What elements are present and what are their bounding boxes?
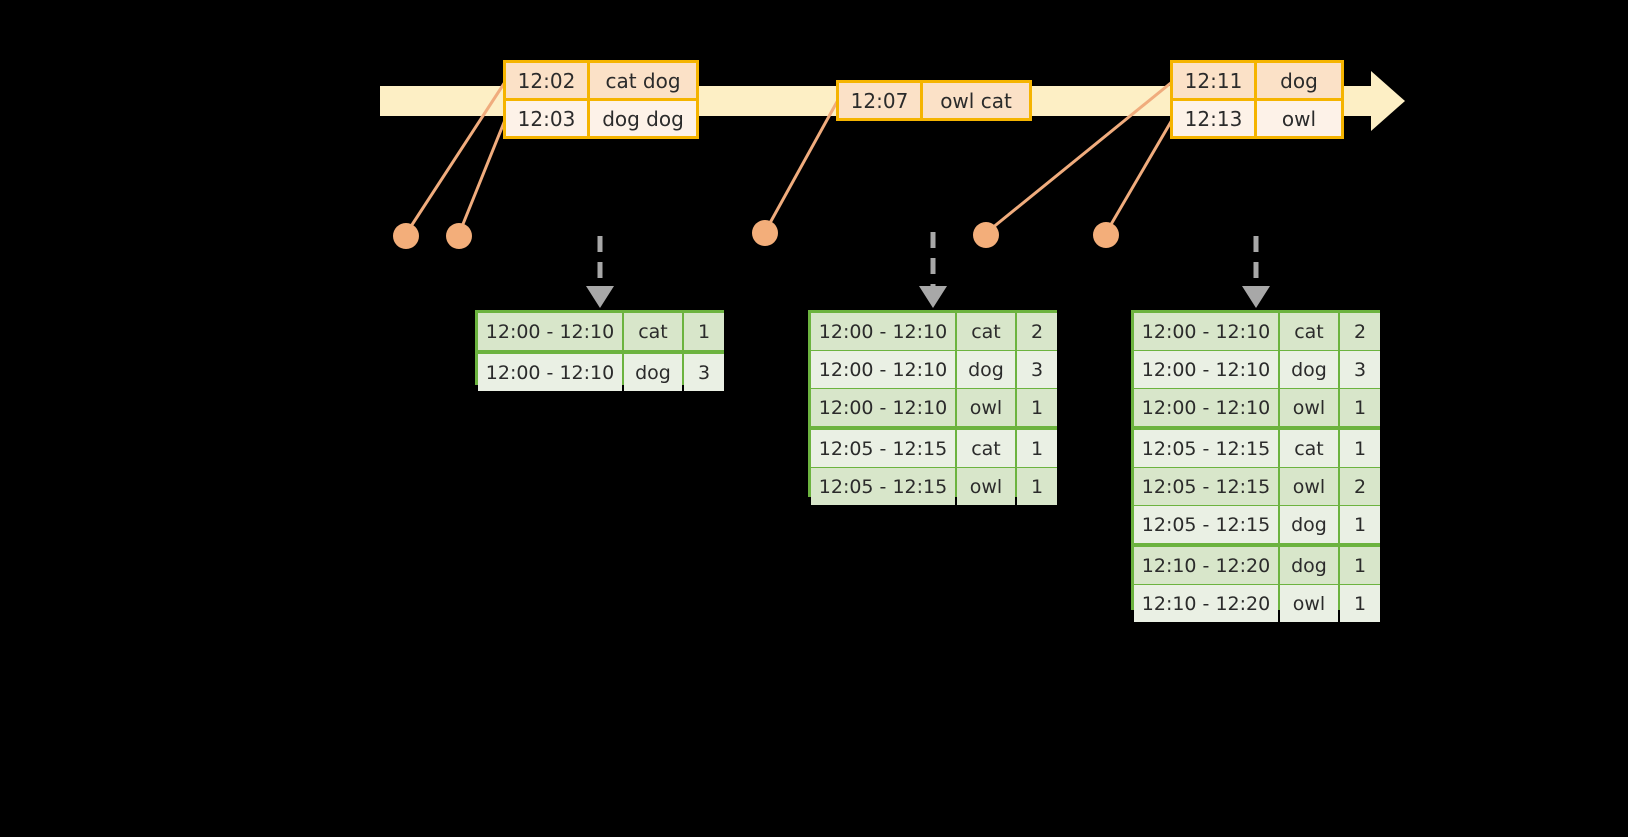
result-table-2[interactable]: 12:00 - 12:10 cat 2 12:00 - 12:10 dog 3 … bbox=[808, 310, 1057, 505]
table-row: 12:00 - 12:10 owl 1 bbox=[1134, 389, 1380, 426]
table-row: 12:05 - 12:15 owl 2 bbox=[1134, 468, 1380, 505]
event-box-3[interactable]: 12:11 dog 12:13 owl bbox=[1170, 60, 1344, 139]
event-box-2[interactable]: 12:07 owl cat bbox=[836, 80, 1032, 121]
event-time: 12:02 bbox=[506, 63, 590, 98]
connector-line-5 bbox=[1104, 119, 1174, 234]
connector-line-2 bbox=[457, 119, 507, 235]
cell-window: 12:05 - 12:15 bbox=[1134, 506, 1278, 543]
table-row: 12:00 - 12:10 cat 1 bbox=[478, 313, 724, 350]
cell-count: 1 bbox=[1017, 430, 1057, 467]
table-row: 12:00 - 12:10 cat 2 bbox=[811, 313, 1057, 350]
event-words: cat dog bbox=[590, 63, 696, 98]
table-row: 12:00 - 12:10 owl 1 bbox=[811, 389, 1057, 426]
cell-count: 2 bbox=[1340, 313, 1380, 350]
cell-window: 12:00 - 12:10 bbox=[478, 313, 622, 350]
cell-window: 12:00 - 12:10 bbox=[1134, 351, 1278, 388]
table-row: 12:10 - 12:20 dog 1 bbox=[1134, 547, 1380, 584]
cell-word: dog bbox=[1280, 351, 1338, 388]
cell-count: 1 bbox=[1340, 430, 1380, 467]
event-dot-1 bbox=[393, 223, 419, 249]
table-row: 12:00 - 12:10 cat 2 bbox=[1134, 313, 1380, 350]
cell-count: 1 bbox=[684, 313, 724, 350]
cell-window: 12:00 - 12:10 bbox=[478, 354, 622, 391]
table-row: 12:00 - 12:10 dog 3 bbox=[478, 354, 724, 391]
trigger-arrow-head-3 bbox=[1242, 286, 1270, 308]
event-row: 12:02 cat dog bbox=[506, 63, 696, 98]
cell-count: 3 bbox=[1017, 351, 1057, 388]
cell-window: 12:10 - 12:20 bbox=[1134, 585, 1278, 622]
cell-window: 12:05 - 12:15 bbox=[1134, 468, 1278, 505]
event-dot-4 bbox=[973, 222, 999, 248]
cell-count: 1 bbox=[1340, 585, 1380, 622]
table-row: 12:00 - 12:10 dog 3 bbox=[1134, 351, 1380, 388]
cell-count: 2 bbox=[1340, 468, 1380, 505]
cell-window: 12:00 - 12:10 bbox=[811, 351, 955, 388]
cell-word: cat bbox=[624, 313, 682, 350]
cell-word: owl bbox=[957, 468, 1015, 505]
cell-word: cat bbox=[1280, 313, 1338, 350]
table-row: 12:05 - 12:15 dog 1 bbox=[1134, 506, 1380, 543]
cell-word: owl bbox=[1280, 468, 1338, 505]
cell-window: 12:00 - 12:10 bbox=[1134, 389, 1278, 426]
cell-word: cat bbox=[957, 313, 1015, 350]
connector-line-3 bbox=[763, 99, 840, 233]
event-words: owl bbox=[1257, 101, 1341, 136]
event-time: 12:13 bbox=[1173, 101, 1257, 136]
cell-window: 12:05 - 12:15 bbox=[811, 430, 955, 467]
cell-count: 1 bbox=[1340, 547, 1380, 584]
table-row: 12:05 - 12:15 cat 1 bbox=[1134, 430, 1380, 467]
cell-word: cat bbox=[957, 430, 1015, 467]
event-dot-3 bbox=[752, 220, 778, 246]
trigger-arrow-head-1 bbox=[586, 286, 614, 308]
cell-word: cat bbox=[1280, 430, 1338, 467]
event-dot-2 bbox=[446, 223, 472, 249]
event-time: 12:03 bbox=[506, 101, 590, 136]
table-row: 12:00 - 12:10 dog 3 bbox=[811, 351, 1057, 388]
event-words: dog dog bbox=[590, 101, 696, 136]
cell-count: 1 bbox=[1017, 468, 1057, 505]
cell-count: 1 bbox=[1340, 506, 1380, 543]
event-row: 12:03 dog dog bbox=[506, 98, 696, 136]
event-row: 12:11 dog bbox=[1173, 63, 1341, 98]
cell-count: 1 bbox=[1017, 389, 1057, 426]
cell-word: dog bbox=[1280, 547, 1338, 584]
timeline-arrowhead bbox=[1371, 71, 1405, 131]
table-row: 12:10 - 12:20 owl 1 bbox=[1134, 585, 1380, 622]
cell-word: dog bbox=[957, 351, 1015, 388]
table-row: 12:05 - 12:15 cat 1 bbox=[811, 430, 1057, 467]
cell-word: dog bbox=[1280, 506, 1338, 543]
event-dot-5 bbox=[1093, 222, 1119, 248]
event-time: 12:11 bbox=[1173, 63, 1257, 98]
trigger-arrow-head-2 bbox=[919, 286, 947, 308]
event-time: 12:07 bbox=[839, 83, 923, 118]
cell-word: owl bbox=[1280, 389, 1338, 426]
event-words: owl cat bbox=[923, 83, 1029, 118]
cell-word: dog bbox=[624, 354, 682, 391]
table-row: 12:05 - 12:15 owl 1 bbox=[811, 468, 1057, 505]
event-words: dog bbox=[1257, 63, 1341, 98]
cell-window: 12:00 - 12:10 bbox=[811, 389, 955, 426]
event-row: 12:13 owl bbox=[1173, 98, 1341, 136]
cell-word: owl bbox=[1280, 585, 1338, 622]
cell-count: 2 bbox=[1017, 313, 1057, 350]
event-box-1[interactable]: 12:02 cat dog 12:03 dog dog bbox=[503, 60, 699, 139]
cell-window: 12:05 - 12:15 bbox=[1134, 430, 1278, 467]
event-row: 12:07 owl cat bbox=[839, 83, 1029, 118]
cell-count: 3 bbox=[1340, 351, 1380, 388]
cell-window: 12:00 - 12:10 bbox=[811, 313, 955, 350]
result-table-1[interactable]: 12:00 - 12:10 cat 1 12:00 - 12:10 dog 3 bbox=[475, 310, 724, 391]
cell-window: 12:00 - 12:10 bbox=[1134, 313, 1278, 350]
result-table-3[interactable]: 12:00 - 12:10 cat 2 12:00 - 12:10 dog 3 … bbox=[1131, 310, 1380, 622]
cell-count: 3 bbox=[684, 354, 724, 391]
cell-window: 12:10 - 12:20 bbox=[1134, 547, 1278, 584]
cell-word: owl bbox=[957, 389, 1015, 426]
cell-window: 12:05 - 12:15 bbox=[811, 468, 955, 505]
cell-count: 1 bbox=[1340, 389, 1380, 426]
